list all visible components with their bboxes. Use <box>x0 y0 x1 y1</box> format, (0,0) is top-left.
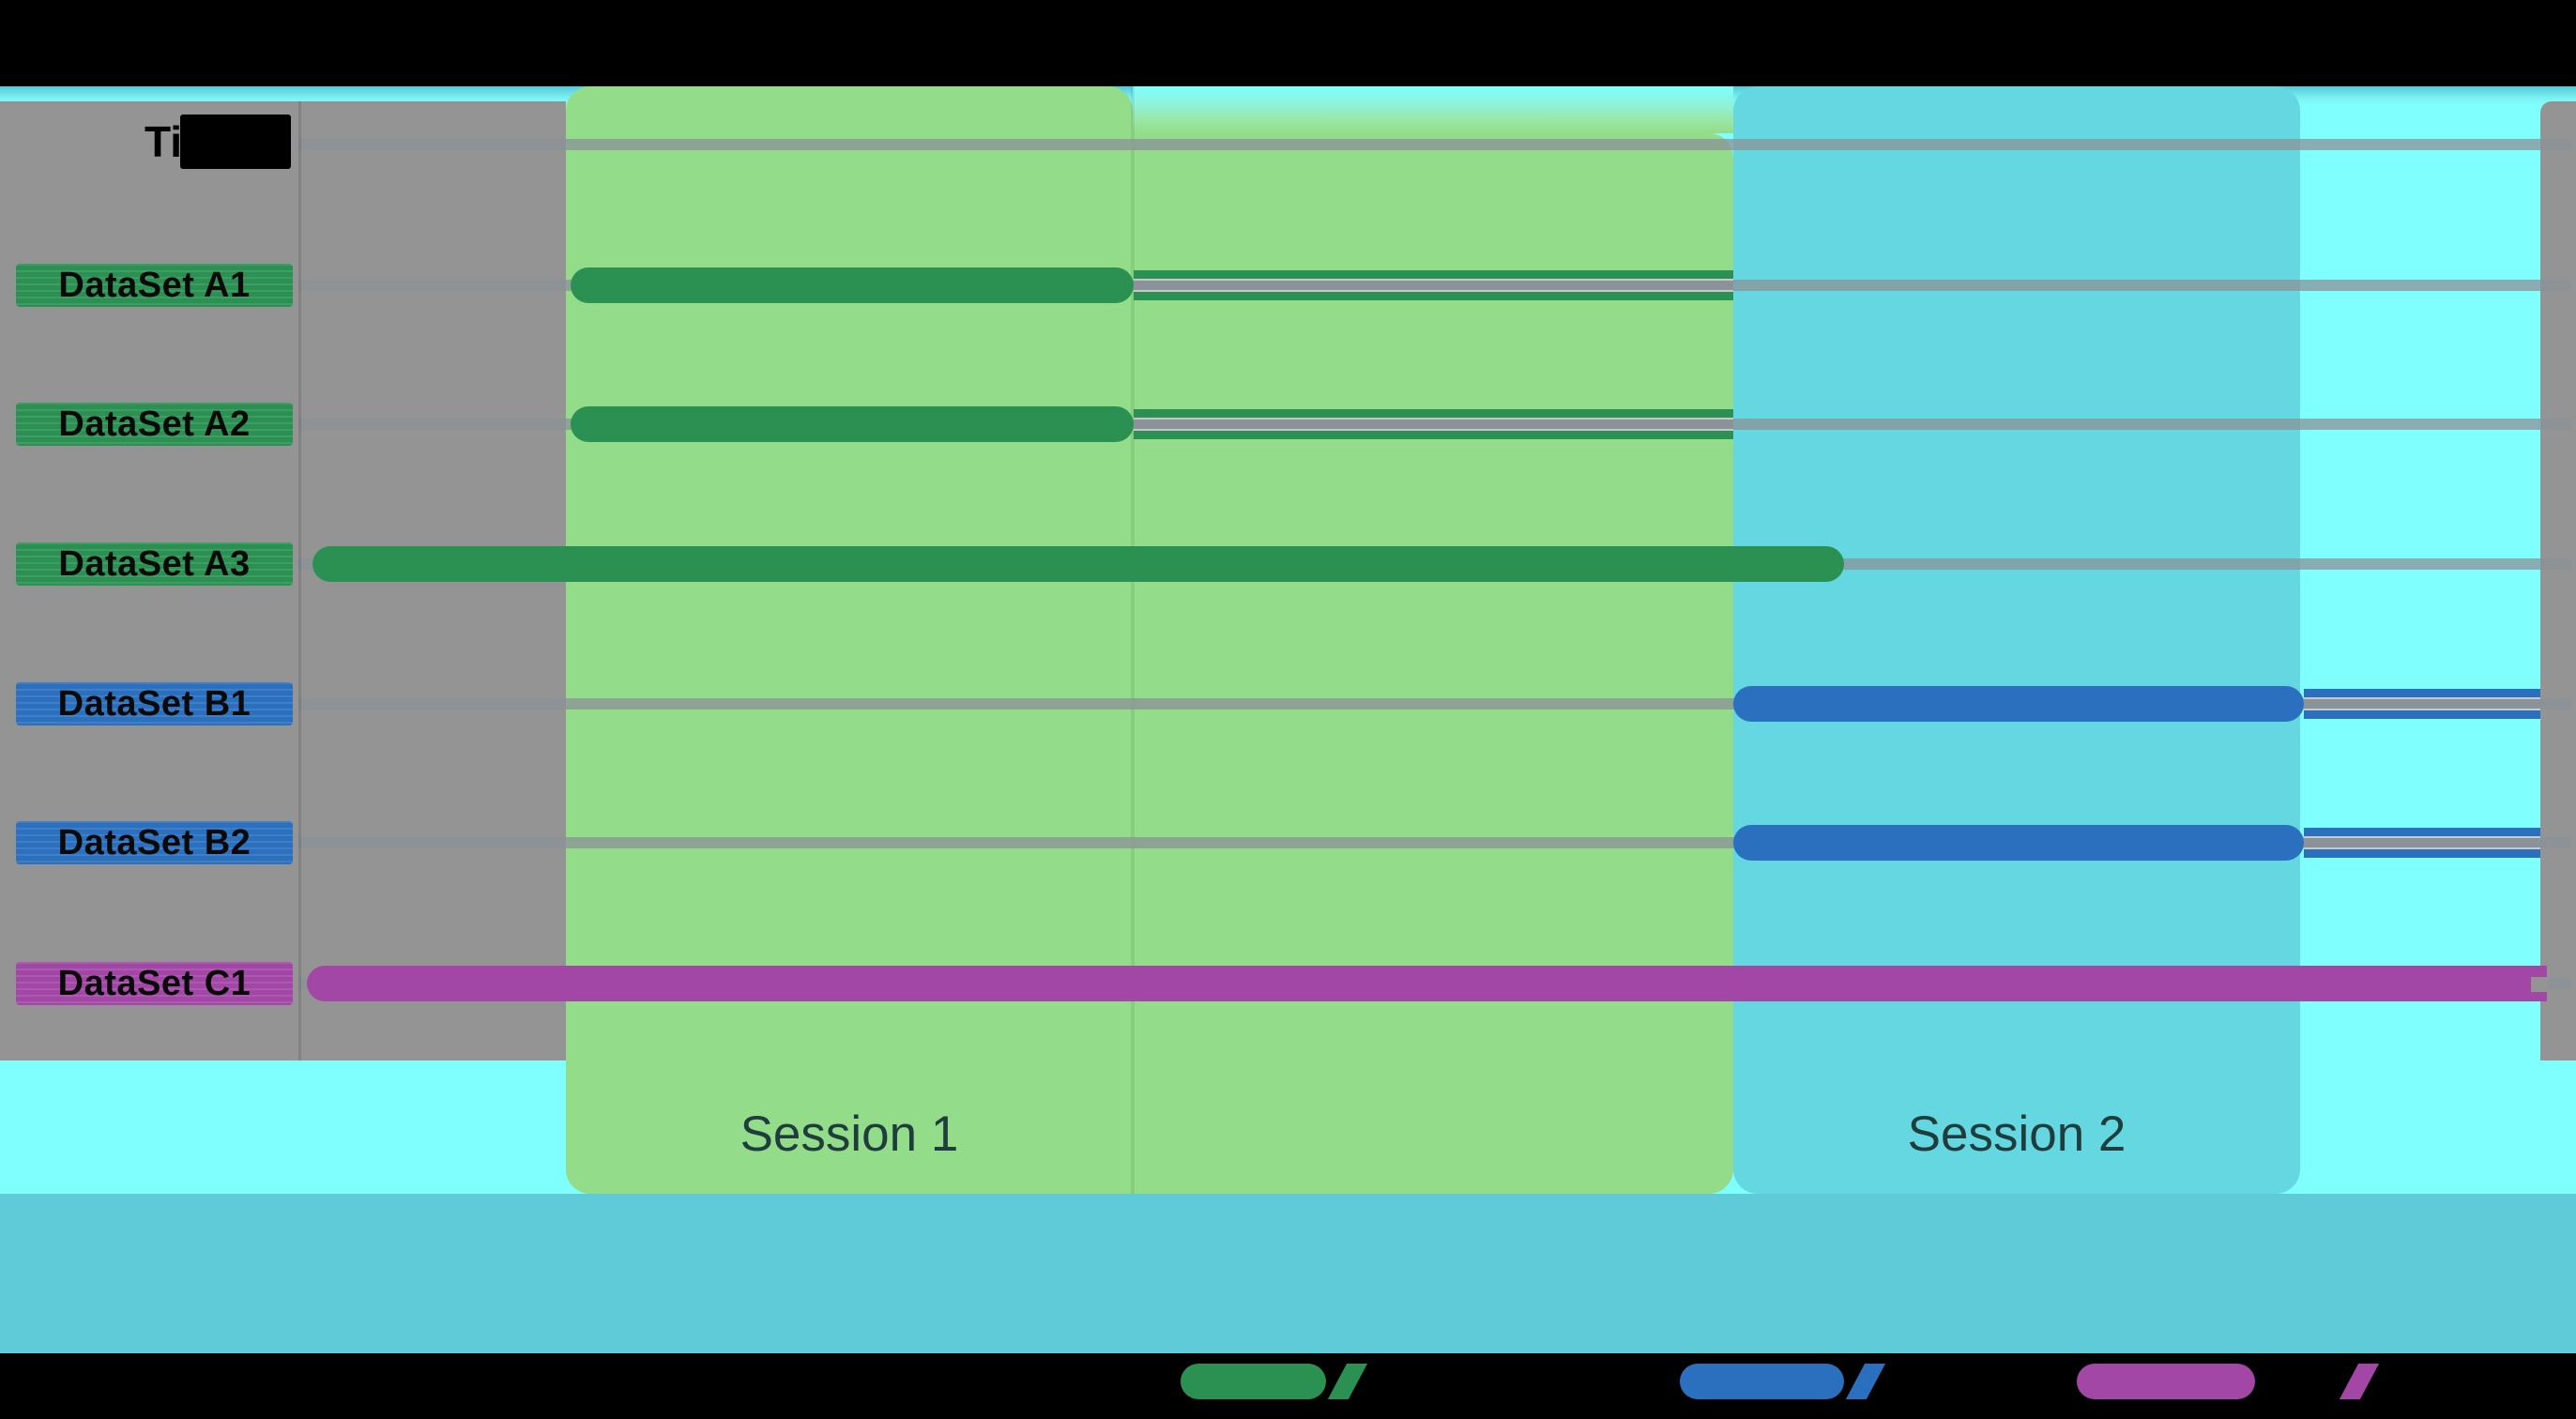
row-label-chip: DataSet A3 <box>16 542 293 586</box>
time-axis-header: Time <box>145 113 379 171</box>
row-label-text: DataSet A2 <box>58 404 251 444</box>
legend-swatch-slash <box>2339 1364 2380 1399</box>
row-label-text: DataSet B2 <box>57 822 252 862</box>
task-bar <box>306 966 2547 1001</box>
row-label-chip: DataSet A1 <box>16 264 293 307</box>
row-continuation-track <box>1133 270 1733 300</box>
legend-swatch <box>2077 1364 2255 1399</box>
row-continuation-gridline <box>1133 279 1733 292</box>
row-continuation-gridline <box>2303 836 2540 849</box>
task-bar <box>1733 686 2304 722</box>
legend-swatch-slash <box>1327 1364 1368 1399</box>
task-bar <box>571 267 1134 303</box>
row-label-chip: DataSet A2 <box>16 403 293 446</box>
row-continuation-track <box>2303 828 2540 858</box>
row-label-chip: DataSet B1 <box>16 682 293 725</box>
row-label-text: DataSet C1 <box>57 963 252 1003</box>
bottom-band <box>0 1194 2576 1353</box>
task-bar <box>312 546 1844 582</box>
task-bar <box>571 406 1134 442</box>
task-bar <box>1733 825 2304 861</box>
plot-right-margin <box>2540 101 2576 1060</box>
legend-swatch-slash <box>1845 1364 1886 1399</box>
row-continuation-gridline <box>2303 697 2540 710</box>
session-label: Session 1 <box>739 1106 959 1162</box>
row-continuation-track <box>2303 689 2540 719</box>
legend-swatch <box>1181 1364 1326 1399</box>
session-panel-inner <box>565 86 1133 1194</box>
row-gridline <box>298 139 2571 150</box>
redaction-box <box>180 114 291 169</box>
session-label: Session 2 <box>1907 1106 2126 1162</box>
session-panel <box>1733 86 2301 1194</box>
session-top-blend <box>1133 86 1733 133</box>
row-continuation-track <box>1133 409 1733 439</box>
row-label-text: DataSet A3 <box>58 543 251 584</box>
row-continuation-gridline <box>1133 418 1733 431</box>
row-label-chip: DataSet C1 <box>16 962 293 1005</box>
legend-swatch <box>1680 1364 1844 1399</box>
session-segment-divider <box>1131 86 1135 1194</box>
gridline-notch <box>2531 977 2548 992</box>
row-label-text: DataSet A1 <box>58 265 251 305</box>
row-label-text: DataSet B1 <box>57 683 252 724</box>
y-axis-line <box>298 101 301 1060</box>
row-label-chip: DataSet B2 <box>16 821 293 864</box>
